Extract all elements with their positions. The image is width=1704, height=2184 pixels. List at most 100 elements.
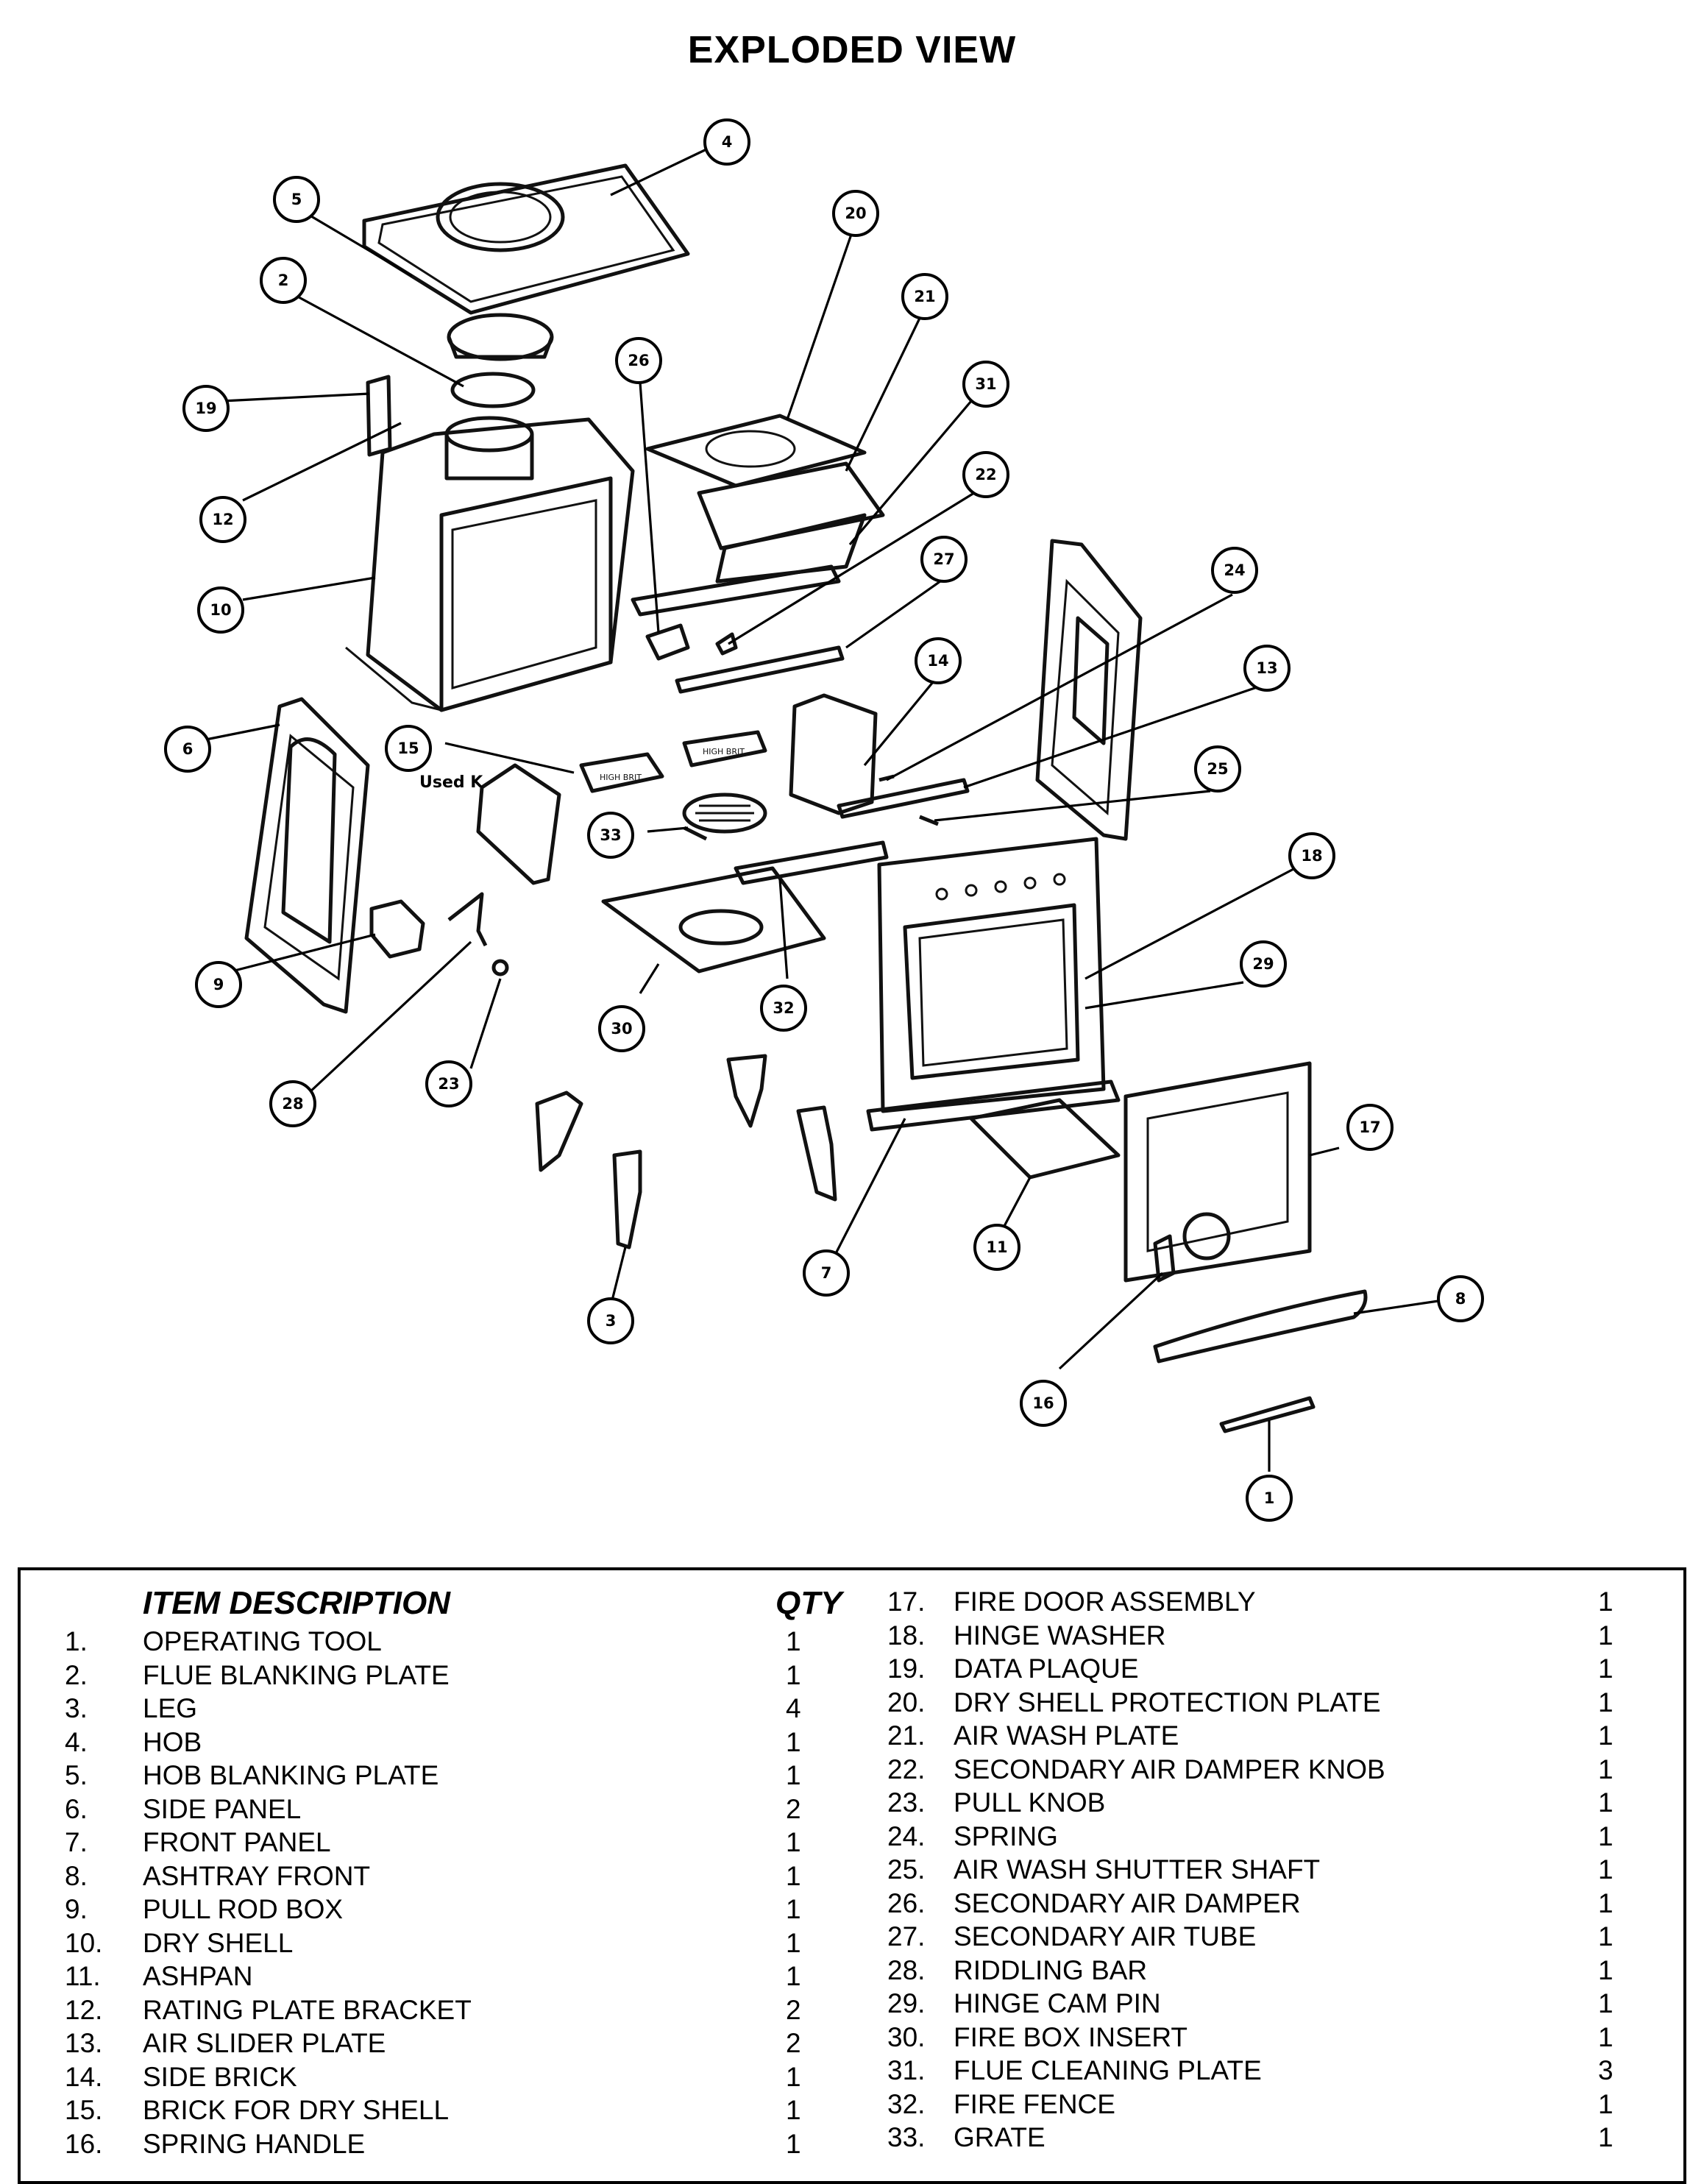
item-qty: 1	[786, 1927, 801, 1958]
callout-21: 21	[901, 273, 948, 320]
side-panel-part	[244, 697, 370, 1014]
qty-header: QTY	[775, 1585, 842, 1621]
item-number: 4.	[65, 1726, 88, 1757]
secondary-air-tube-part	[675, 645, 845, 694]
item-number: 32.	[887, 2088, 926, 2119]
item-qty: 1	[1598, 2021, 1614, 2052]
item-name: GRATE	[954, 2122, 1046, 2152]
page-title: EXPLODED VIEW	[687, 29, 1017, 71]
callout-label: 28	[282, 1095, 303, 1113]
item-qty: 1	[1598, 1754, 1614, 1784]
item-number: 27.	[887, 1921, 926, 1951]
item-number: 1.	[65, 1626, 88, 1656]
item-name: HINGE CAM PIN	[954, 1988, 1161, 2018]
item-name: SECONDARY AIR DAMPER KNOB	[954, 1754, 1385, 1784]
item-name: FLUE BLANKING PLATE	[143, 1659, 450, 1690]
item-qty: 1	[786, 2128, 801, 2159]
used-note: Used K	[419, 773, 483, 792]
callout-2: 2	[260, 257, 307, 304]
callout-label: 24	[1224, 561, 1245, 579]
callout-20: 20	[832, 190, 879, 237]
item-number: 17.	[887, 1586, 926, 1617]
item-name: FLUE CLEANING PLATE	[954, 2055, 1262, 2085]
legs-part	[535, 1054, 837, 1249]
item-qty: 1	[1598, 1620, 1614, 1651]
callout-23: 23	[425, 1060, 472, 1107]
callout-label: 1	[1264, 1489, 1275, 1507]
item-number: 11.	[65, 1961, 101, 1991]
item-number: 10.	[65, 1927, 103, 1958]
item-name: FIRE FENCE	[954, 2088, 1115, 2119]
item-qty: 1	[1598, 1687, 1614, 1717]
callout-7: 7	[803, 1249, 850, 1297]
item-qty: 1	[1598, 2122, 1614, 2152]
callout-label: 12	[212, 511, 233, 528]
callout-27: 27	[920, 536, 968, 583]
callout-16: 16	[1020, 1380, 1067, 1427]
callout-label: 6	[182, 740, 194, 758]
exploded-view-diagram: HIGH BRIT HIGH BRIT	[164, 118, 1484, 1522]
item-number: 8.	[65, 1860, 88, 1891]
item-name: PULL KNOB	[954, 1787, 1106, 1818]
item-qty: 1	[1598, 1988, 1614, 2018]
callout-13: 13	[1243, 645, 1291, 692]
item-qty: 1	[786, 1961, 801, 1991]
callout-9: 9	[195, 961, 242, 1008]
item-qty: 1	[1598, 1586, 1614, 1617]
item-name: FIRE BOX INSERT	[954, 2021, 1188, 2052]
item-name: AIR SLIDER PLATE	[143, 2028, 386, 2058]
item-name: SIDE BRICK	[143, 2061, 297, 2092]
callout-label: 22	[975, 466, 996, 483]
hob-blanking-plate-part	[447, 313, 554, 361]
callout-label: 29	[1252, 955, 1274, 973]
item-qty: 1	[1598, 1787, 1614, 1818]
callout-label: 16	[1032, 1394, 1054, 1412]
callout-label: 33	[600, 826, 621, 844]
item-name: SIDE PANEL	[143, 1793, 302, 1824]
callout-label: 15	[397, 740, 419, 757]
table-row: 10. DRY SHELL 1	[65, 1926, 867, 1960]
item-name: DRY SHELL PROTECTION PLATE	[954, 1687, 1381, 1717]
callout-30: 30	[598, 1005, 645, 1052]
item-number: 14.	[65, 2061, 103, 2092]
callout-29: 29	[1240, 940, 1287, 988]
callout-label: 3	[606, 1312, 617, 1330]
item-qty: 2	[786, 1994, 801, 2025]
item-number: 16.	[65, 2128, 103, 2159]
callout-11: 11	[973, 1224, 1020, 1271]
callout-label: 20	[845, 205, 866, 222]
item-name: DRY SHELL	[143, 1927, 294, 1958]
item-name: FRONT PANEL	[143, 1827, 331, 1857]
item-qty: 1	[1598, 1820, 1614, 1851]
callout-label: 21	[914, 288, 935, 305]
callout-22: 22	[962, 451, 1009, 498]
protection-plates-part	[631, 414, 885, 656]
item-number: 31.	[887, 2055, 926, 2085]
ashpan-part	[969, 1098, 1121, 1180]
item-name: BRICK FOR DRY SHELL	[143, 2095, 450, 2125]
item-number: 33.	[887, 2122, 926, 2152]
secondary-air-damper-part	[645, 623, 690, 661]
callout-label: 2	[278, 272, 289, 289]
item-qty: 1	[786, 1894, 801, 1924]
fire-door-part	[1123, 1061, 1312, 1283]
data-plaque-part	[366, 375, 392, 457]
callout-26: 26	[615, 337, 662, 384]
fire-box-insert-part	[601, 866, 826, 974]
air-wash-shutter-shaft-part	[919, 815, 939, 826]
